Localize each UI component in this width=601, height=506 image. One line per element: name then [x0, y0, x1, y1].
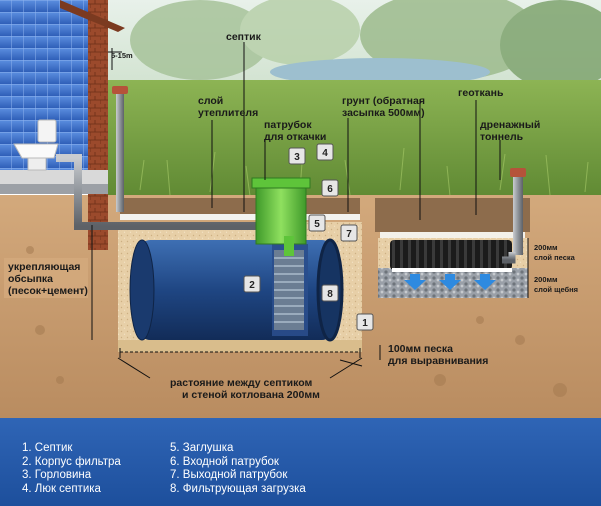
vent-pipe — [116, 92, 124, 212]
septic-hatch — [251, 177, 311, 256]
badge-5: 5 — [308, 214, 326, 232]
leader-lines — [91, 42, 529, 379]
legend-item-8: 8. Фильтрующая загрузка — [170, 482, 306, 495]
legend: 1. Септик 2. Корпус фильтра 3. Горловина… — [0, 418, 601, 506]
svg-text:укрепляющая обсыпка: укрепляющая обсыпка (песок+цемент) — [8, 261, 88, 297]
septic-tank — [129, 238, 344, 342]
svg-text:1: 1 — [362, 318, 368, 329]
leveling-label: 100мм песка для выравнивания — [388, 343, 488, 367]
drain-vent-pipe — [513, 175, 523, 255]
sand-layer-label: 200мм слой песка — [534, 243, 576, 262]
pump-pipe-label: патрубок для откачки — [264, 119, 326, 143]
badge-4: 4 — [316, 143, 334, 161]
septic-label: септик — [226, 31, 262, 43]
toilet-icon — [13, 119, 59, 171]
geotextile-label: геоткань — [458, 87, 504, 99]
drain-vent-cap — [510, 168, 526, 177]
drain-tunnel-label: дренажный тоннель — [480, 119, 543, 143]
badge-7: 7 — [340, 224, 358, 242]
diagram-illustration: 5-15m септик слой утеплителя патрубок дл… — [0, 0, 601, 418]
leveling-sand — [118, 340, 362, 352]
legend-col-1: 1. Септик 2. Корпус фильтра 3. Горловина… — [22, 442, 121, 496]
trees — [130, 0, 601, 90]
backfill-soil — [120, 198, 360, 215]
reinforce-label: укрепляющая обсыпка (песок+цемент) — [4, 258, 88, 298]
distance-label: растояние между септиком и стеной котлов… — [170, 377, 320, 401]
legend-item-5: 5. Заглушка — [170, 442, 234, 454]
svg-text:8: 8 — [327, 289, 333, 300]
legend-item-2: 2. Корпус фильтра — [22, 455, 121, 468]
legend-item-3: 3. Горловина — [22, 469, 92, 481]
svg-text:4: 4 — [322, 148, 328, 159]
lake — [270, 58, 490, 86]
legend-item-4: 4. Люк септика — [22, 482, 101, 495]
badge-8: 8 — [321, 284, 339, 302]
svg-text:6: 6 — [327, 184, 333, 195]
svg-text:7: 7 — [346, 229, 352, 240]
backfill-label: грунт (обратная засыпка 500мм) — [342, 95, 428, 119]
soil-stones — [26, 246, 567, 397]
svg-text:5: 5 — [314, 219, 320, 230]
drain-backfill — [375, 198, 530, 232]
legend-col-2: 5. Заглушка 6. Входной патрубок 7. Выход… — [170, 442, 306, 496]
filter-media — [274, 250, 304, 330]
gravel-layer-label: 200мм слой щебня — [534, 275, 578, 294]
house-drain-pipe — [56, 154, 262, 230]
house — [0, 0, 125, 250]
legend-item-1: 1. Септик — [22, 442, 73, 454]
badge-6: 6 — [321, 179, 339, 197]
svg-text:3: 3 — [294, 152, 300, 163]
house-gap-label: 5-15m — [111, 51, 133, 60]
vent-cap — [112, 86, 128, 94]
svg-text:2: 2 — [249, 280, 255, 291]
legend-item-7: 7. Выходной патрубок — [170, 469, 288, 481]
drain-field — [378, 232, 528, 298]
insulation-label: слой утеплителя — [198, 95, 258, 119]
legend-item-6: 6. Входной патрубок — [170, 455, 279, 468]
insulation-layer — [120, 214, 360, 220]
badge-1: 1 — [356, 313, 374, 331]
drain-flow-arrows — [404, 274, 496, 290]
badge-3: 3 — [288, 147, 306, 165]
badge-2: 2 — [243, 275, 261, 293]
